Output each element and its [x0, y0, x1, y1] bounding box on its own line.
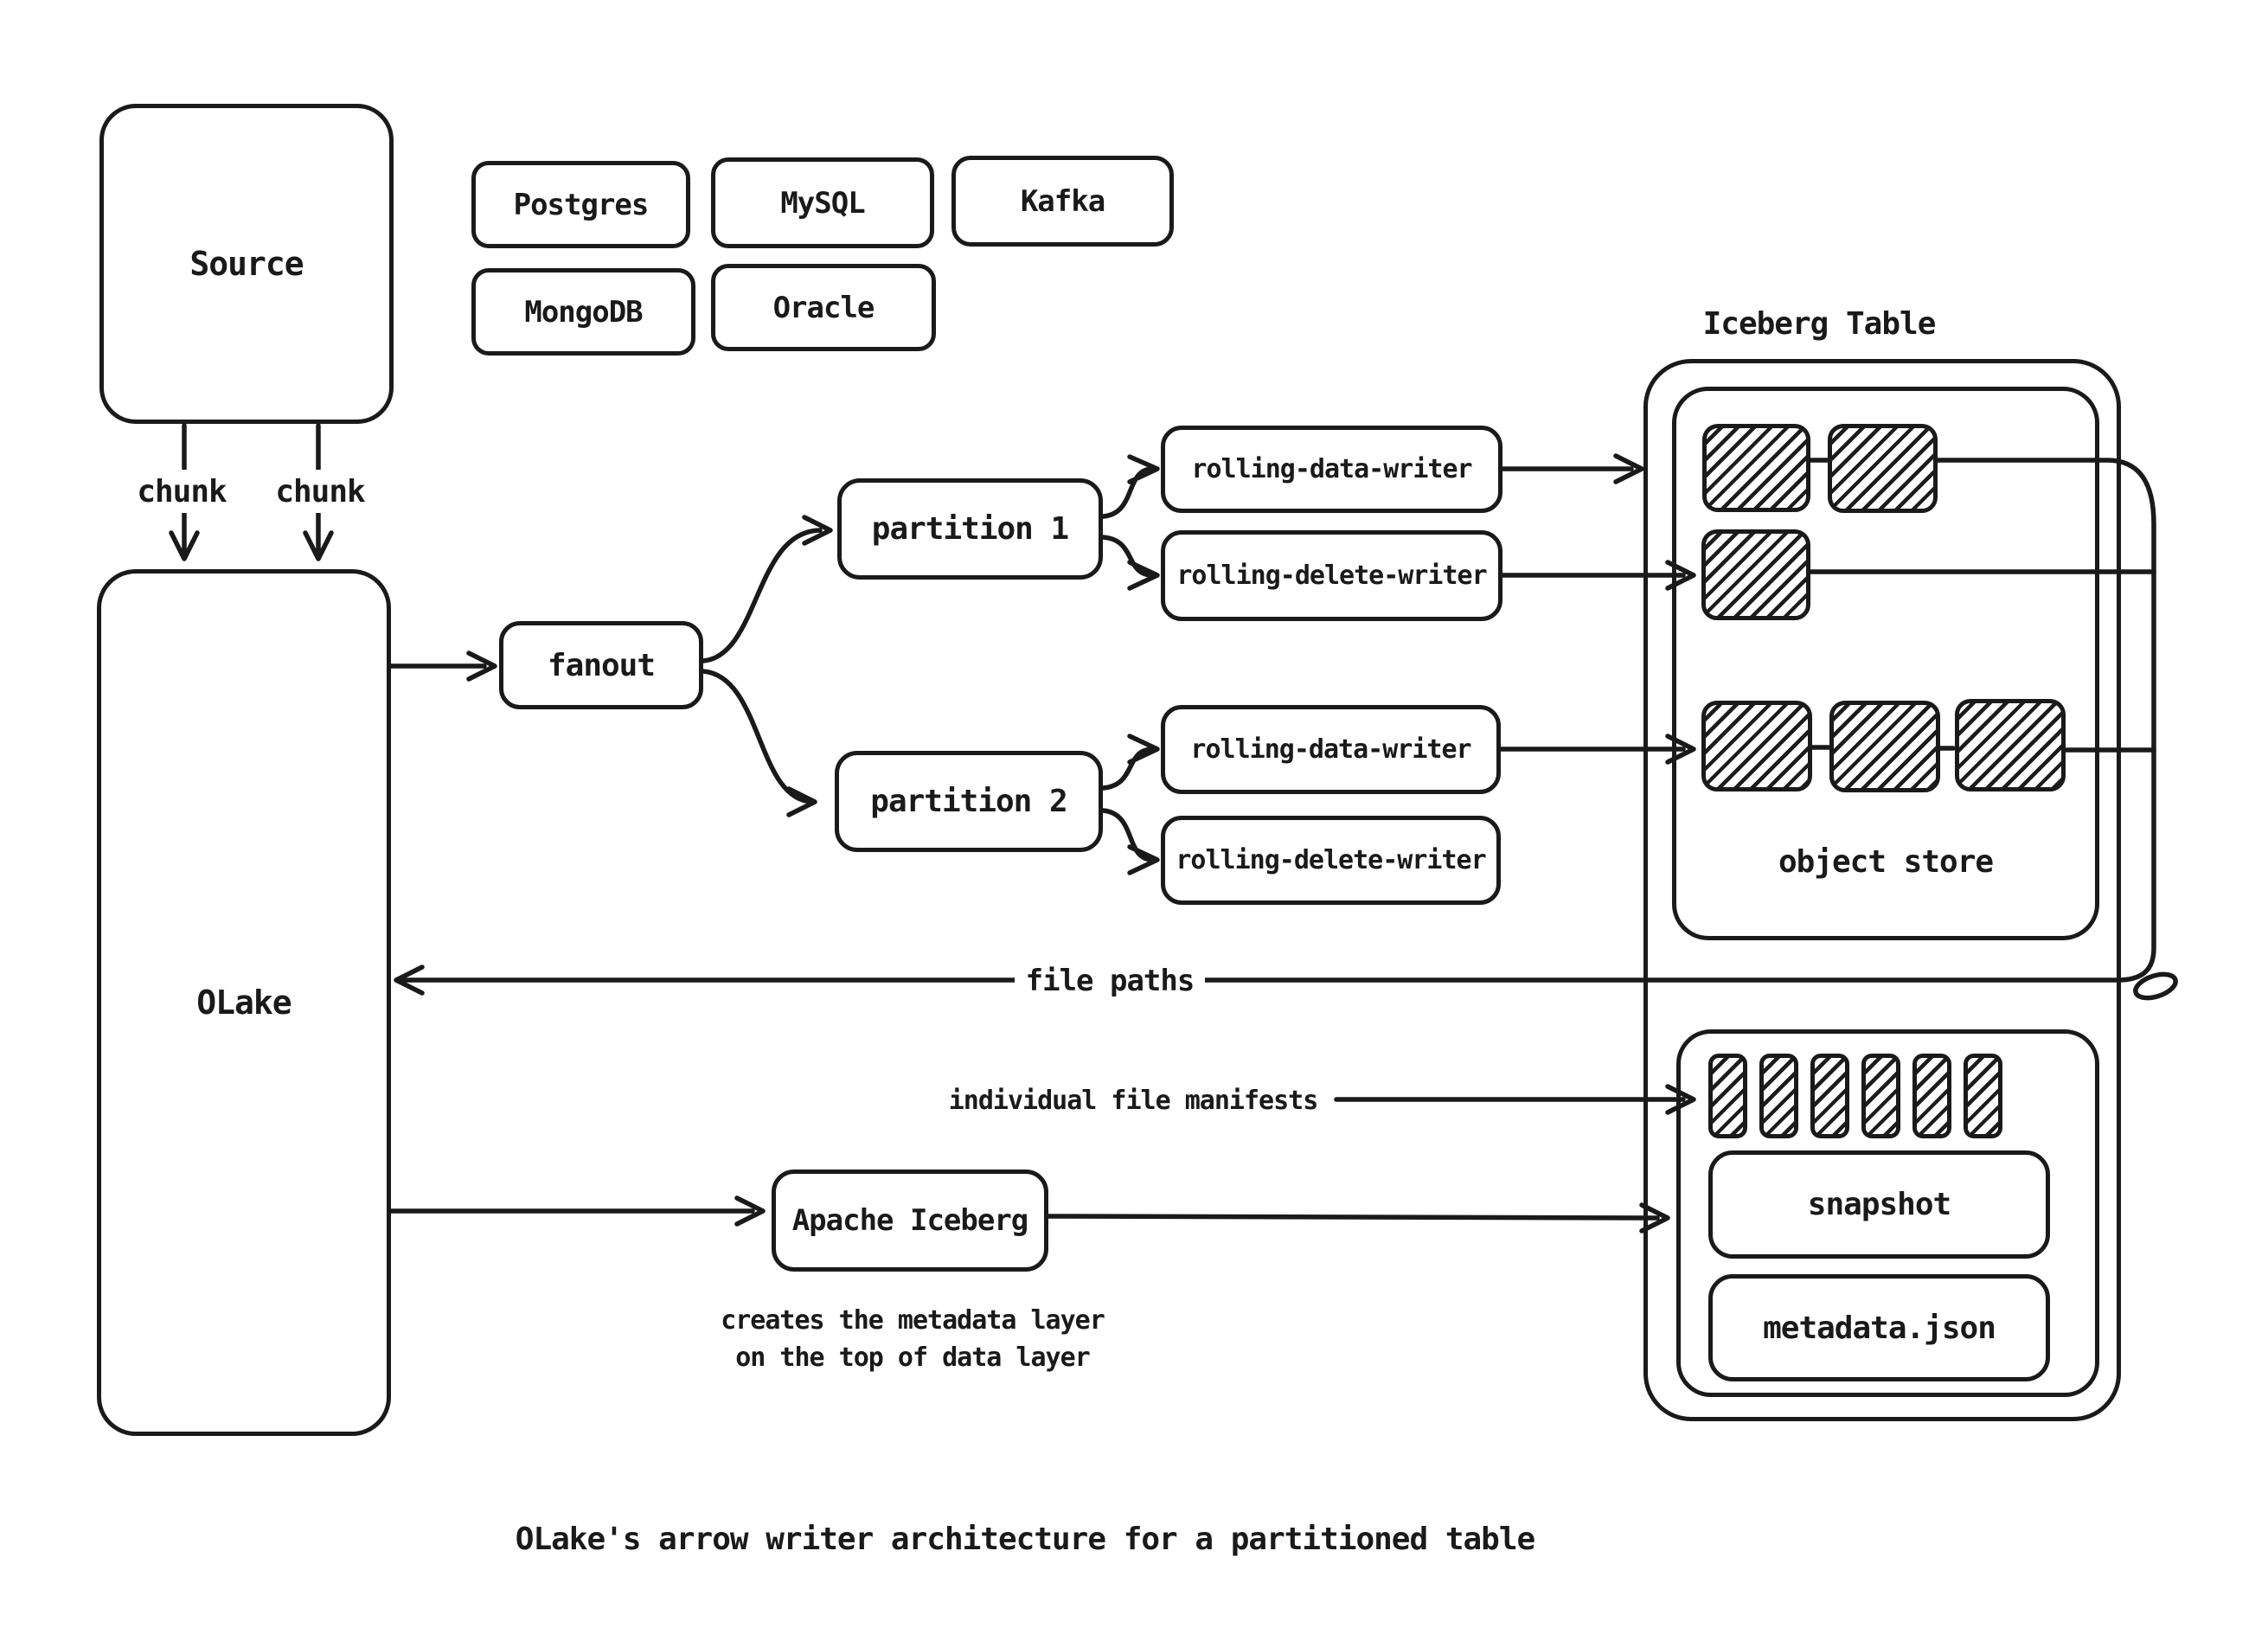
fanout-node: fanout — [499, 621, 703, 709]
chip-mongodb: MongoDB — [471, 268, 695, 356]
delete-file-icon-p1 — [1701, 529, 1810, 620]
olake-node: OLake — [97, 569, 391, 1436]
chip-postgres: Postgres — [471, 161, 690, 248]
chip-mysql: MySQL — [711, 157, 934, 248]
rolling-delete-writer-1-node: rolling-delete-writer — [1161, 530, 1502, 621]
manifest-file-icon-4 — [1861, 1054, 1900, 1138]
partition-2-node: partition 2 — [835, 751, 1103, 852]
chunk-label-left: chunk — [131, 470, 232, 513]
partition-1-node: partition 1 — [837, 478, 1103, 580]
snapshot-node: snapshot — [1708, 1150, 2050, 1259]
partition1-to-data-writer-arrow — [1100, 454, 1160, 519]
data-file-icon-p1-a — [1702, 424, 1810, 512]
chip-kafka: Kafka — [951, 156, 1174, 247]
p1-data-writer-to-store-arrow — [1500, 453, 1644, 484]
metadata-json-node: metadata.json — [1708, 1274, 2050, 1381]
data-file-icon-p2-a — [1701, 701, 1812, 791]
manifest-file-icon-3 — [1810, 1054, 1849, 1138]
data-file-icon-p2-b — [1829, 701, 1940, 792]
apache-iceberg-note-line2: on the top of data layer — [735, 1343, 1090, 1373]
manifests-label: individual file manifests — [948, 1085, 1319, 1116]
manifest-file-icon-1 — [1708, 1054, 1747, 1138]
manifest-file-icon-2 — [1759, 1054, 1798, 1138]
fanout-to-partition1-arrow — [701, 515, 833, 663]
chunk-label-right: chunk — [270, 470, 370, 513]
object-store-label: object store — [1778, 843, 1994, 880]
apache-iceberg-note: creates the metadata layer on the top of… — [701, 1296, 1124, 1382]
chip-oracle: Oracle — [711, 264, 936, 351]
rolling-data-writer-2-node: rolling-data-writer — [1161, 705, 1501, 794]
rolling-data-writer-1-node: rolling-data-writer — [1161, 426, 1502, 513]
olake-to-fanout-arrow — [388, 650, 497, 682]
manifests-arrow — [1334, 1084, 1696, 1115]
olake-to-apache-iceberg-arrow — [388, 1195, 766, 1227]
file-path-loop — [2133, 971, 2178, 1001]
partition2-to-delete-writer-arrow — [1100, 808, 1160, 875]
apache-iceberg-to-metadata-arrow — [1046, 1202, 1670, 1234]
apache-iceberg-node: Apache Iceberg — [772, 1170, 1048, 1272]
manifest-file-icon-5 — [1912, 1054, 1951, 1138]
fanout-to-partition2-arrow — [701, 669, 817, 817]
source-node: Source — [99, 104, 394, 424]
iceberg-table-label: Iceberg Table — [1702, 305, 1937, 342]
apache-iceberg-note-line1: creates the metadata layer — [721, 1304, 1105, 1336]
file-paths-label: file paths — [1015, 958, 1205, 1003]
data-file-icon-p1-b — [1828, 424, 1938, 513]
data-file-icon-p2-c — [1955, 699, 2066, 791]
metadata-layer-container — [1676, 1029, 2099, 1397]
manifest-file-icon-6 — [1964, 1054, 2002, 1138]
partition2-to-data-writer-arrow — [1100, 734, 1160, 791]
partition1-to-delete-writer-arrow — [1100, 535, 1160, 591]
rolling-delete-writer-2-node: rolling-delete-writer — [1161, 816, 1501, 905]
diagram-caption: OLake's arrow writer architecture for a … — [515, 1521, 1535, 1557]
